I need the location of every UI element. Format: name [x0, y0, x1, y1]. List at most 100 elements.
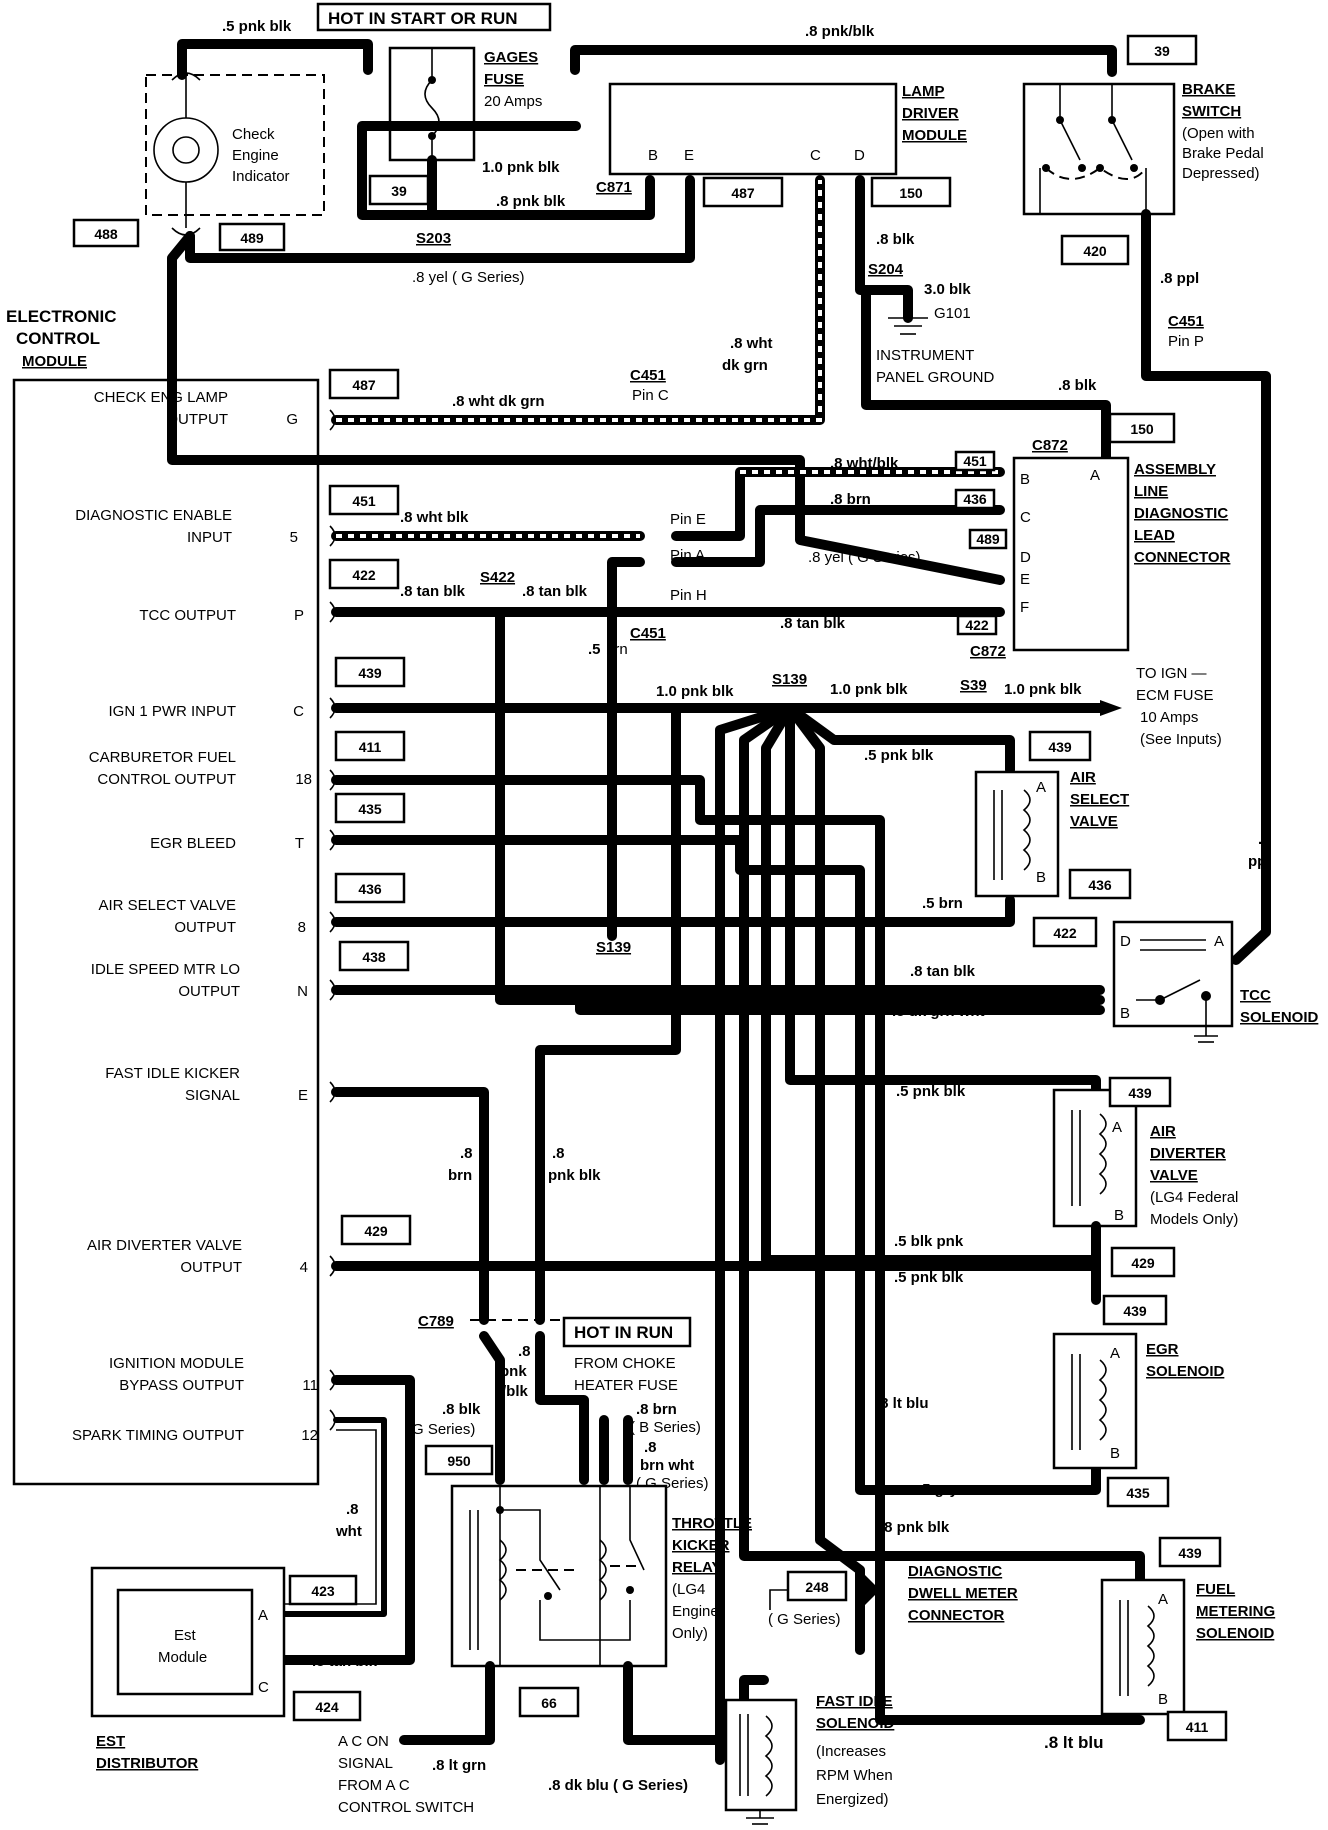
pin-label: A [1090, 467, 1100, 484]
ecm-pin: 18 [295, 771, 312, 788]
wire-label: .8 yel ( G Series) [808, 549, 921, 566]
circuit-number [334, 792, 406, 824]
wire-8-brn-kicker [331, 1087, 489, 1325]
wire-label: .8 [1258, 831, 1271, 848]
pin-label: F [1020, 599, 1029, 616]
wire-label: brn [448, 1167, 472, 1184]
wire-label: .5 pnk blk [896, 1083, 966, 1100]
check-engine-label: Indicator [232, 168, 290, 185]
est-distributor-label: EST [96, 1733, 125, 1750]
wire-relay-in-2 [535, 1331, 589, 1485]
circuit-number-text: 439 [1128, 1085, 1152, 1101]
wire-5-blk-pnk [331, 1221, 1101, 1271]
fast-idle-solenoid [724, 1698, 798, 1812]
pin-label: E [1020, 571, 1030, 588]
fast-idle-label: Energized) [816, 1791, 889, 1808]
ddm-label: DWELL METER [908, 1585, 1018, 1602]
ecm-pin-label: IGNITION MODULE [109, 1355, 244, 1372]
gages-fuse-label: GAGES [484, 49, 538, 66]
connector-label: Pin A [670, 547, 705, 564]
fast-idle-label: SOLENOID [816, 1715, 895, 1732]
circuit-number-text: 422 [965, 617, 989, 633]
wire-label: .8 yel ( G Series) [412, 269, 525, 286]
wire-411 [331, 775, 1145, 1725]
connector-label: C451 [1168, 313, 1204, 330]
wire-fanout-2 [739, 703, 1145, 1585]
brake-switch [1022, 82, 1176, 216]
ign-fuse-label: (See Inputs) [1140, 731, 1222, 748]
wire-label: .5 pnk blk [222, 18, 292, 35]
lamp-driver-label: LAMP [902, 83, 945, 100]
pin-label: B [1158, 1691, 1168, 1708]
hot-start-run-label: HOT IN START OR RUN [328, 9, 518, 28]
hot-start-run-box [316, 2, 552, 32]
ecm-pin-label: SPARK TIMING OUTPUT [72, 1427, 244, 1444]
lamp-driver-label: DRIVER [902, 105, 959, 122]
throttle-kicker-label: THROTTLE [672, 1515, 752, 1532]
wire-fanout-3 [761, 703, 1101, 1305]
wire-label: .8 [346, 1501, 359, 1518]
circuit-number [334, 872, 406, 904]
ecm-pin: 5 [290, 529, 298, 546]
connector-label: Pin P [1168, 333, 1204, 350]
circuit-number [340, 1214, 412, 1246]
ecm-pin-label: FAST IDLE KICKER [105, 1065, 240, 1082]
ecm-pin-label: OUTPUT [178, 983, 240, 1000]
pin-label: B [1114, 1207, 1124, 1224]
wire-label: .8 dk blu ( G Series) [548, 1777, 688, 1794]
wire-label: .5 gry [918, 1481, 959, 1498]
ecm-pin: 12 [301, 1427, 318, 1444]
ground-label: INSTRUMENT [876, 347, 974, 364]
pin-label: C [1020, 509, 1031, 526]
pin-label: A [1112, 1119, 1122, 1136]
ecm-pin-label: CARBURETOR FUEL [89, 749, 236, 766]
fuel-metering-solenoid [1100, 1578, 1186, 1716]
ecm-title: MODULE [22, 353, 87, 370]
circuit-number [288, 1574, 358, 1606]
circuit-number-text: 420 [1083, 243, 1107, 259]
circuit-number-text: 439 [358, 665, 382, 681]
pin-label: E [684, 147, 694, 164]
pin-label: A [1158, 1591, 1168, 1608]
pin-label: B [1110, 1445, 1120, 1462]
circuit-number-text: 39 [1154, 43, 1170, 59]
hot-run-label: HOT IN RUN [574, 1323, 673, 1342]
wire-label: .8 wht blk [400, 509, 469, 526]
connector-label: C451 [630, 625, 666, 642]
ecm-title: ELECTRONIC [6, 307, 117, 326]
coil-icon [598, 1539, 607, 1601]
coil-icon [1098, 1113, 1107, 1195]
wire-label: .8 ppl [1160, 270, 1199, 287]
circuit-number-text: 429 [1131, 1255, 1155, 1271]
wire-label: .8 tan blk [780, 615, 846, 632]
wire-label: .8 tan blk [522, 583, 588, 600]
circuit-number [1158, 1536, 1222, 1568]
choke-label: FROM CHOKE [574, 1355, 676, 1372]
wire-8-wht-blk-ald [671, 467, 1005, 541]
splice-label: S39 [960, 677, 987, 694]
circuit-number [702, 176, 784, 208]
ecm-pin-label: OUTPUT [174, 919, 236, 936]
tcc-label: TCC [1240, 987, 1271, 1004]
wire-label: wht [335, 1523, 362, 1540]
circuit-number [328, 484, 400, 516]
circuit-number-text: 488 [94, 226, 118, 242]
check-engine-lamp-icon [153, 117, 219, 183]
connector-label: C789 [418, 1313, 454, 1330]
air-select-label: VALVE [1070, 813, 1118, 830]
wire-8-pnk-blk-vertical [535, 703, 681, 1325]
ecm-pin-label: AIR SELECT VALVE [98, 897, 236, 914]
check-engine-indicator [145, 74, 325, 216]
egr-label: EGR [1146, 1341, 1179, 1358]
tcc-label: SOLENOID [1240, 1009, 1319, 1026]
check-engine-label: Engine [232, 147, 279, 164]
circuit-number-text: 39 [391, 183, 407, 199]
splice-label: S203 [416, 230, 451, 247]
brake-switch-label: Depressed) [1182, 165, 1260, 182]
circuit-number-text: 411 [1186, 1719, 1209, 1735]
wire-fanout-5 [785, 703, 865, 1655]
circuit-number [954, 488, 996, 510]
wire-8-wht [281, 1417, 387, 1617]
ecm-pin: N [297, 983, 308, 1000]
assembly-line-diagnostic-link [1012, 456, 1130, 652]
